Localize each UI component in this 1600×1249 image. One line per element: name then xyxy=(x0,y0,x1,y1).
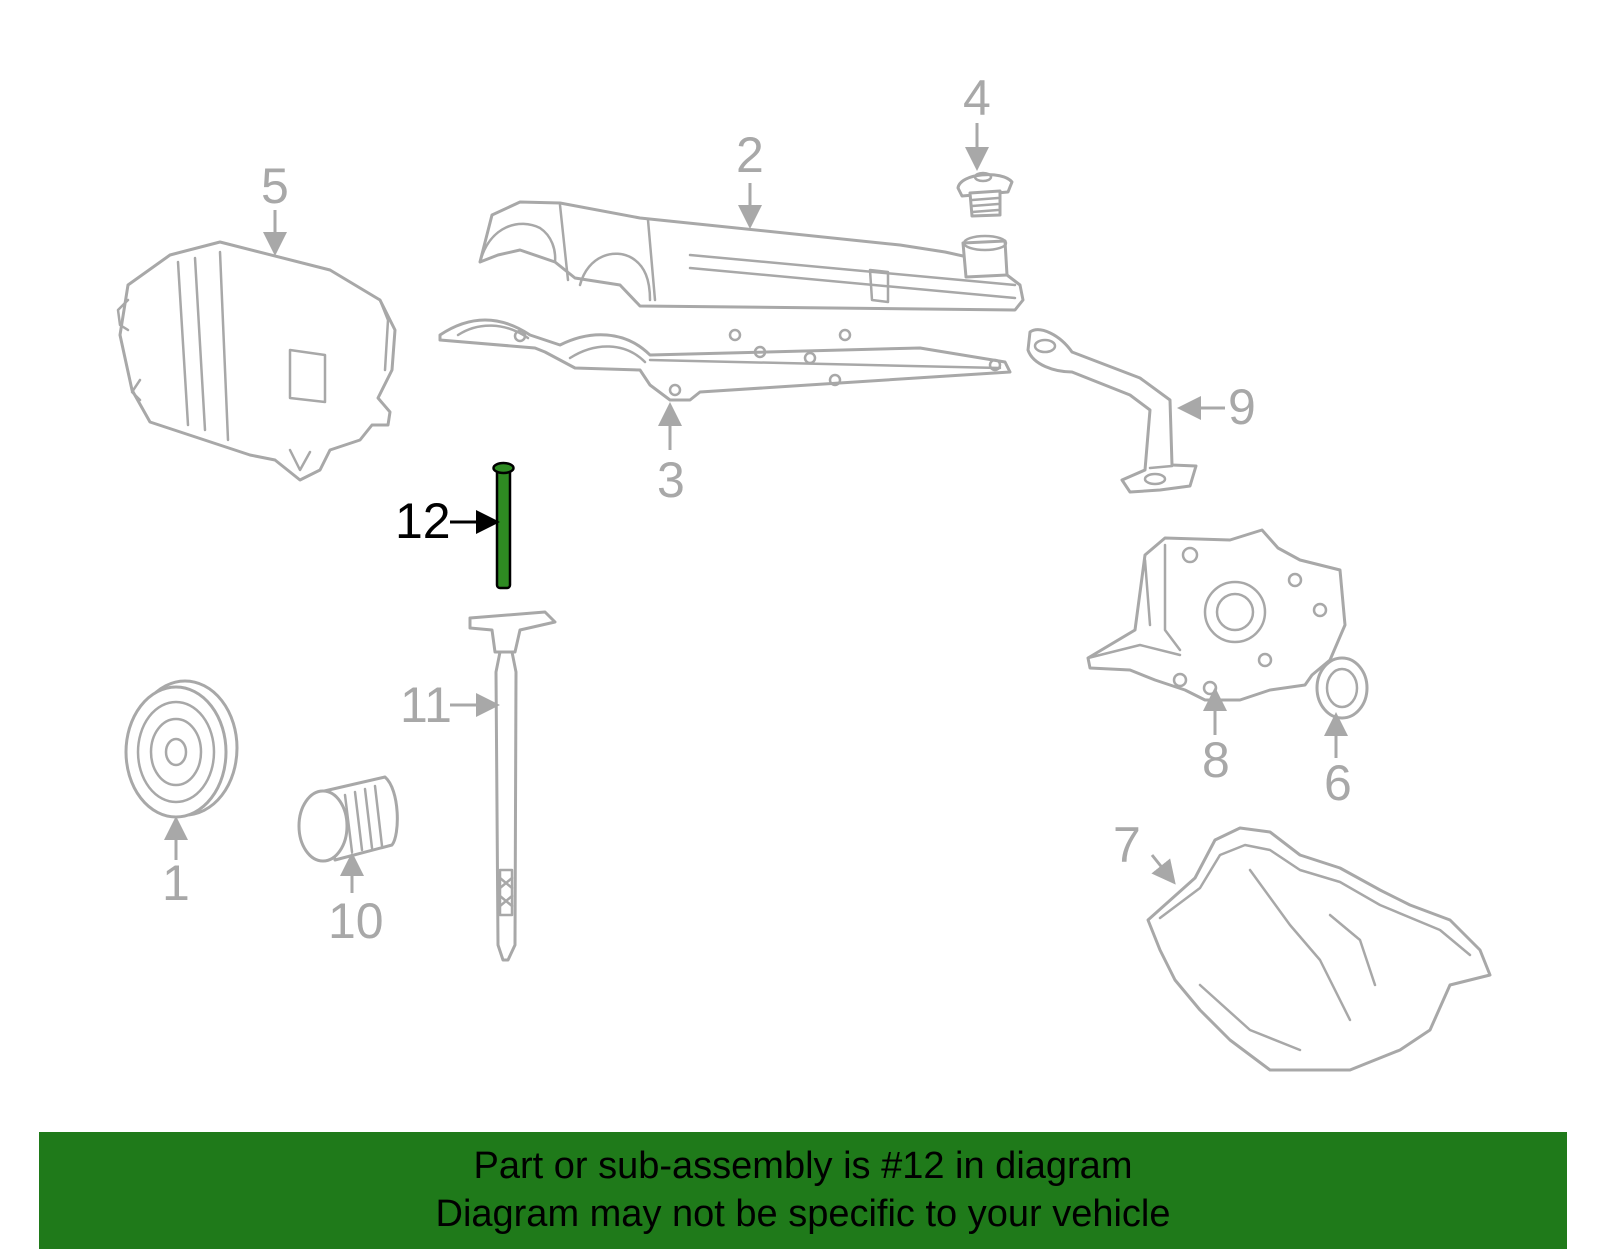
callout-8: 8 xyxy=(1202,732,1230,788)
callout-10: 10 xyxy=(328,893,384,949)
callout-6: 6 xyxy=(1324,755,1352,811)
banner-line-1: Part or sub-assembly is #12 in diagram xyxy=(473,1145,1133,1187)
callout-12: 12 xyxy=(395,493,451,549)
callout-11: 11 xyxy=(400,677,452,733)
oil-filter-part-10[interactable] xyxy=(297,775,399,863)
callout-2: 2 xyxy=(736,127,764,183)
callout-9: 9 xyxy=(1228,379,1256,435)
oil-pan-part-7[interactable] xyxy=(1146,826,1492,1072)
oil-pickup-tube-part-9[interactable] xyxy=(1026,328,1198,494)
valve-cover-part-2[interactable] xyxy=(478,200,1025,312)
oil-filler-cap-part-4[interactable] xyxy=(956,171,1014,218)
callout-5: 5 xyxy=(261,158,289,214)
callout-labels: 1 2 3 4 5 6 7 8 9 10 11 12 xyxy=(162,70,1352,949)
callout-3: 3 xyxy=(657,452,685,508)
valve-cover-gasket-part-3[interactable] xyxy=(438,318,1012,402)
banner-line-2: Diagram may not be specific to your vehi… xyxy=(435,1193,1171,1235)
pulley-part-1[interactable] xyxy=(124,679,239,819)
callout-1: 1 xyxy=(162,855,190,911)
seal-part-6[interactable] xyxy=(1315,656,1369,720)
callout-4: 4 xyxy=(963,70,991,126)
leader-lines xyxy=(164,123,1348,893)
oil-pump-part-8[interactable] xyxy=(1086,528,1347,702)
callout-7: 7 xyxy=(1113,817,1141,873)
dipstick-part-11[interactable] xyxy=(468,610,557,962)
dipstick-tube-part-12[interactable] xyxy=(492,461,515,590)
info-banner: Part or sub-assembly is #12 in diagram D… xyxy=(39,1132,1567,1249)
timing-cover-part-5[interactable] xyxy=(116,240,397,482)
